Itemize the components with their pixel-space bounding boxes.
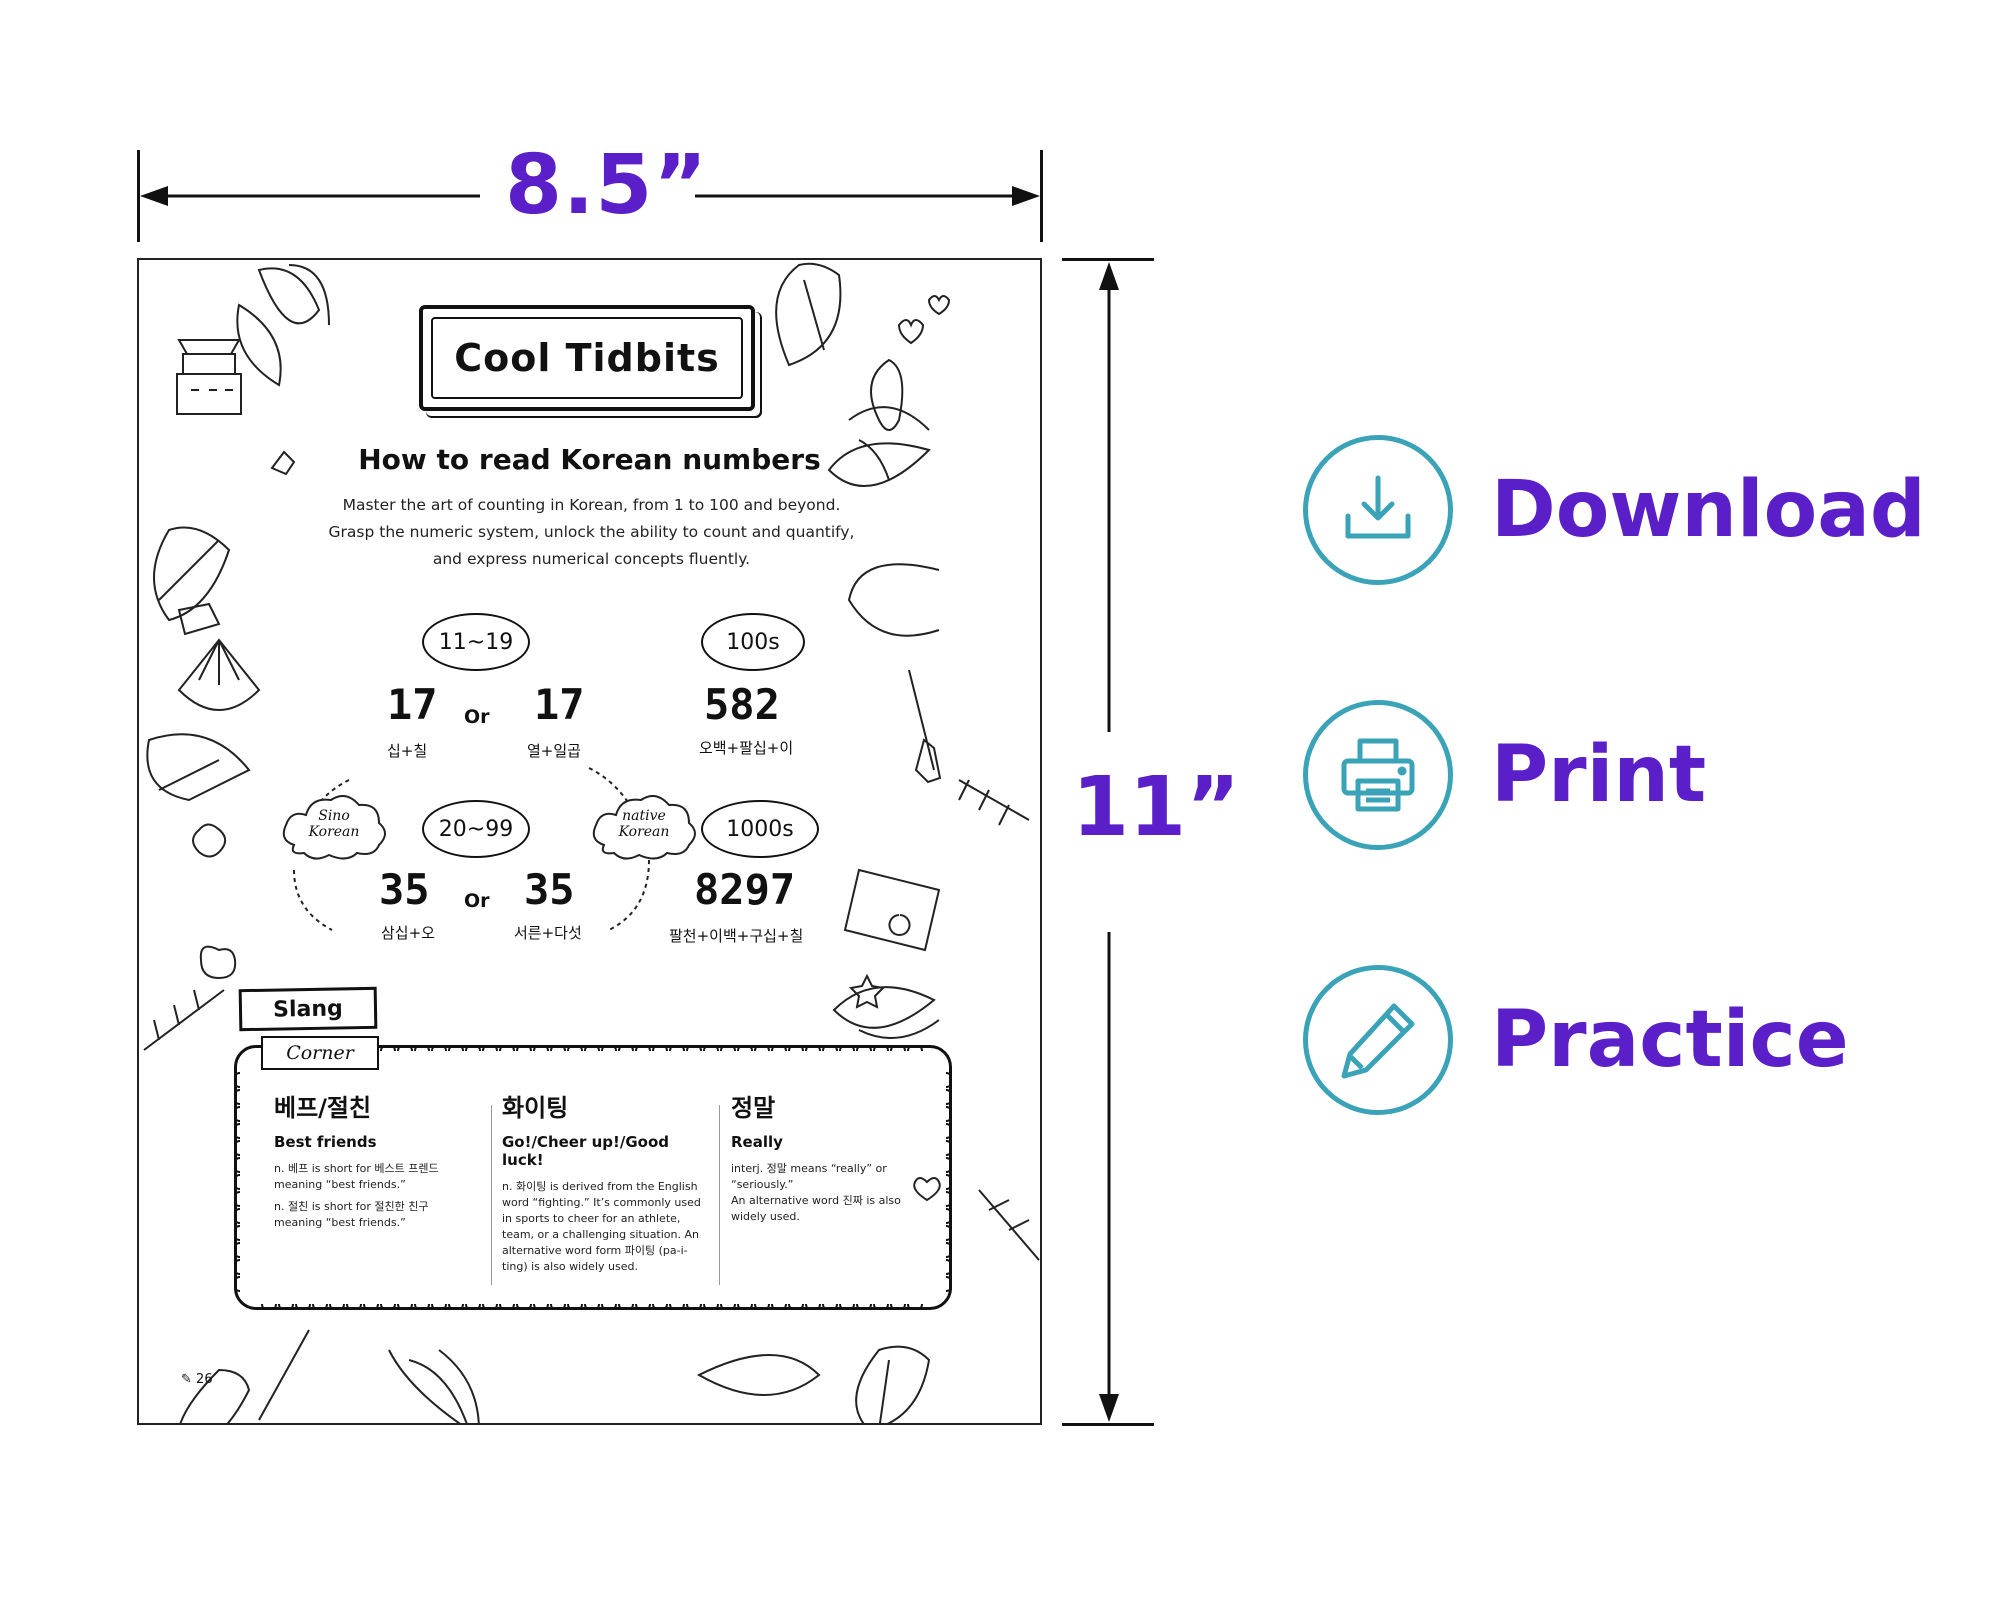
- slang-word: 화이팅: [502, 1094, 569, 1122]
- decorative-doodles: [143, 262, 1040, 1423]
- range-oval-1000s: 1000s: [701, 800, 819, 858]
- slang-definition: interj. 정말 means “really” or “seriously.…: [731, 1162, 887, 1191]
- slang-definition: n. 절친 is short for 절친한 친구 meaning “best …: [274, 1200, 429, 1229]
- print-action[interactable]: Print: [1303, 700, 1706, 850]
- intro-line: Grasp the numeric system, unlock the abi…: [328, 523, 855, 541]
- height-dimension-arrow: [1099, 262, 1119, 1422]
- printer-icon-circle[interactable]: [1303, 700, 1453, 850]
- page-number: ✎ 26: [181, 1372, 213, 1387]
- page-number-text: 26: [196, 1372, 213, 1387]
- number-582: 582: [704, 680, 780, 729]
- slang-english: Go!/Cheer up!/Good luck!: [502, 1133, 669, 1169]
- or-label: Or: [464, 706, 490, 728]
- width-dimension-tick-right: [1040, 150, 1043, 242]
- cloud-sino-korean: [282, 795, 386, 860]
- intro-line: Master the art of counting in Korean, fr…: [342, 496, 841, 514]
- download-label[interactable]: Download: [1491, 465, 1926, 555]
- reading-35-sino: 삼십+오: [381, 924, 435, 942]
- page-heading: How to read Korean numbers: [358, 443, 821, 476]
- worksheet-page: Cool Tidbits How to read Korean numbers …: [137, 258, 1042, 1425]
- or-label: Or: [464, 890, 490, 912]
- cloud-native-line: native: [622, 808, 666, 824]
- reading-17-native: 열+일곱: [527, 742, 581, 760]
- corner-flag: Corner: [261, 1036, 379, 1070]
- pencil-icon-circle[interactable]: [1303, 965, 1453, 1115]
- number-17-sino: 17: [387, 680, 438, 729]
- pencil-icon: [1341, 1003, 1415, 1079]
- cloud-sino-korean-label: Sino Korean: [289, 808, 379, 840]
- reading-35-native: 서른+다섯: [514, 924, 582, 942]
- cloud-native-korean-label: native Korean: [599, 808, 689, 840]
- slang-word: 정말: [731, 1094, 776, 1122]
- height-dimension-tick-top: [1062, 258, 1154, 261]
- reading-8297: 팔천+이백+구십+칠: [669, 927, 804, 945]
- cloud-native-korean: [592, 795, 696, 860]
- download-icon: [1345, 475, 1411, 539]
- number-35-sino: 35: [379, 865, 430, 914]
- slang-word: 베프/절친: [274, 1094, 372, 1122]
- pencil-icon: ✎: [181, 1372, 192, 1387]
- slang-flag: Slang: [238, 986, 378, 1032]
- banner-inner-border: [431, 317, 743, 399]
- column-divider: [719, 1105, 720, 1285]
- range-oval-100s: 100s: [701, 613, 805, 671]
- width-dimension-label: 8.5”: [505, 138, 709, 233]
- number-35-native: 35: [524, 865, 575, 914]
- range-oval-11-19: 11~19: [422, 613, 530, 671]
- number-8297: 8297: [694, 865, 796, 914]
- print-label[interactable]: Print: [1491, 730, 1707, 820]
- cloud-native-line: Korean: [618, 824, 670, 840]
- banner-title: Cool Tidbits: [454, 336, 720, 380]
- slang-corner-box: [234, 1045, 952, 1310]
- slang-item-best-friends: 베프/절친 Best friends n. 베프 is short for 베스…: [274, 1088, 474, 1231]
- practice-label[interactable]: Practice: [1491, 995, 1849, 1085]
- download-action[interactable]: Download: [1303, 435, 1926, 585]
- slang-definition: n. 화이팅 is derived from the English word …: [502, 1180, 701, 1273]
- cloud-sino-line: Korean: [308, 824, 360, 840]
- slang-english: Best friends: [274, 1133, 377, 1151]
- height-dimension-label: 11”: [1072, 760, 1241, 855]
- slang-english: Really: [731, 1133, 783, 1151]
- practice-action[interactable]: Practice: [1303, 965, 1849, 1115]
- reading-17-sino: 십+칠: [387, 742, 428, 760]
- height-dimension-tick-bottom: [1062, 1423, 1154, 1426]
- printer-icon: [1341, 738, 1415, 812]
- download-icon-circle[interactable]: [1303, 435, 1453, 585]
- width-dimension-tick-left: [137, 150, 140, 242]
- cloud-sino-line: Sino: [318, 808, 350, 824]
- reading-582: 오백+팔십+이: [699, 739, 794, 757]
- slang-definition: An alternative word 진짜 is also widely us…: [731, 1194, 901, 1223]
- cool-tidbits-banner: Cool Tidbits: [419, 305, 755, 411]
- slang-definition: n. 베프 is short for 베스트 프렌드 meaning “best…: [274, 1162, 439, 1191]
- width-dimension-arrow: [140, 186, 1040, 206]
- intro-paragraph: Master the art of counting in Korean, fr…: [289, 492, 894, 573]
- range-oval-20-99: 20~99: [422, 800, 530, 858]
- intro-line: and express numerical concepts fluently.: [432, 550, 751, 568]
- slang-item-fighting: 화이팅 Go!/Cheer up!/Good luck! n. 화이팅 is d…: [502, 1088, 707, 1275]
- number-17-native: 17: [534, 680, 585, 729]
- slang-item-really: 정말 Really interj. 정말 means “really” or “…: [731, 1088, 931, 1225]
- column-divider: [491, 1105, 492, 1285]
